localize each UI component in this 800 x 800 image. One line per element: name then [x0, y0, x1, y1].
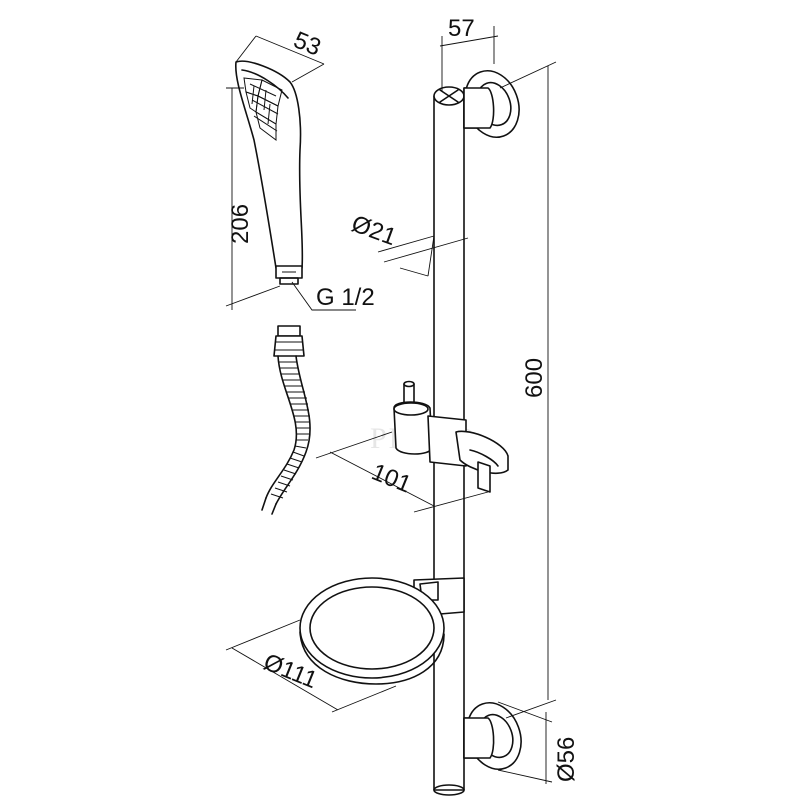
label-head-length: 206	[227, 204, 254, 244]
label-bracket-diameter: Ø56	[553, 737, 580, 782]
label-rail-length: 600	[521, 358, 548, 398]
dimension-head-length: 206	[225, 87, 281, 310]
thread-leader: G 1/2	[291, 281, 375, 311]
spray-face	[243, 77, 283, 141]
bottom-wall-bracket	[463, 702, 522, 770]
dimension-rail-length: 600	[499, 61, 557, 719]
shower-hose	[261, 325, 311, 515]
dimension-bracket-diameter: Ø56	[497, 701, 580, 784]
hand-shower	[235, 60, 304, 285]
soap-ring	[299, 577, 465, 685]
dimension-rail-offset: 57	[439, 15, 499, 92]
label-thread: G 1/2	[316, 284, 375, 311]
label-tube-diameter: Ø21	[348, 210, 400, 251]
label-rail-offset: 57	[448, 15, 475, 42]
top-wall-bracket	[463, 70, 520, 138]
shower-holder	[393, 380, 509, 493]
label-head-width: 53	[290, 27, 325, 62]
